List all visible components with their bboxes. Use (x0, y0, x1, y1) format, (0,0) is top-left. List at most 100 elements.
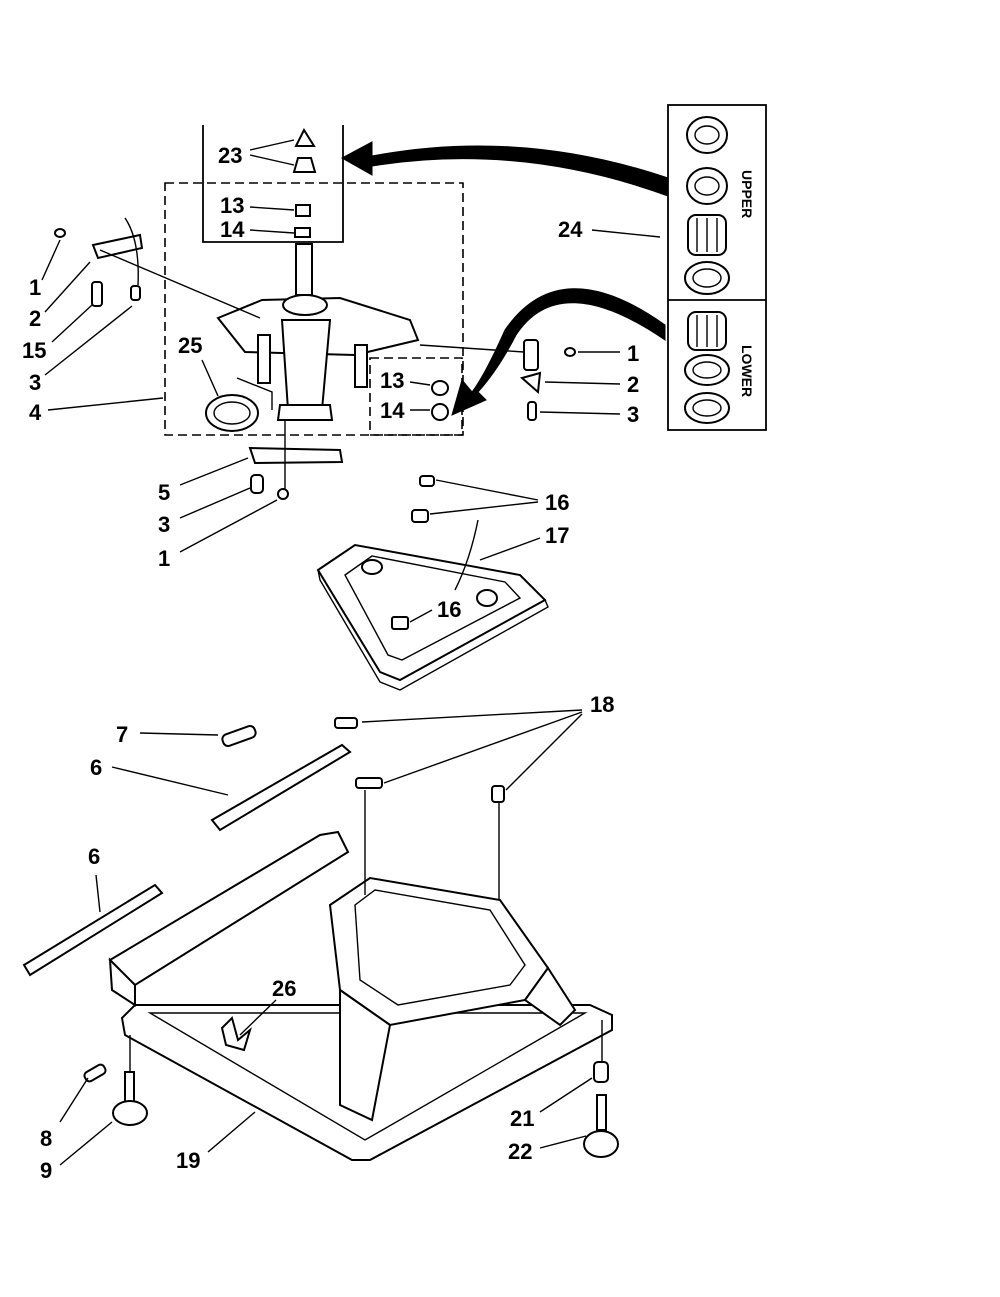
lower-bearing-3 (684, 392, 730, 424)
callout-17: 17 (545, 523, 569, 548)
leader-6-upper (111, 766, 229, 796)
part-8 (83, 1063, 107, 1083)
plate-boss-right (476, 589, 498, 607)
leader-3-low (179, 487, 251, 519)
callout-13-top: 13 (220, 193, 244, 218)
leader-14-top (249, 229, 295, 234)
callout-1-right: 1 (627, 341, 639, 366)
callout-5: 5 (158, 480, 170, 505)
hub-base (276, 404, 334, 421)
part-16-top (419, 475, 435, 487)
right-leg-stem (596, 1094, 607, 1131)
upper-bearing-2 (686, 167, 728, 205)
lower-curved-arrow (451, 288, 666, 416)
leader-1-low (179, 499, 278, 553)
part-3-right (527, 401, 537, 421)
part-25-ring (205, 394, 259, 432)
upper-bearing-2-inner (694, 176, 720, 196)
part-18-clip-mid (355, 777, 383, 789)
bracket-to-hub-line (99, 249, 261, 319)
part-13-top (295, 204, 311, 217)
callout-21: 21 (510, 1106, 534, 1131)
leader-2-right (544, 381, 621, 385)
hub-leg-left (257, 334, 271, 384)
callout-14-top: 14 (220, 217, 245, 242)
callout-24: 24 (558, 217, 583, 242)
leader-lines (41, 139, 661, 1166)
callout-3-right: 3 (627, 402, 639, 427)
callout-6-lower: 6 (88, 844, 100, 869)
part-14-box (431, 403, 449, 421)
leader-19 (207, 1111, 256, 1153)
part-16-low (391, 616, 409, 630)
part-24-arrows (340, 141, 669, 416)
callout-13-box: 13 (380, 368, 404, 393)
support-leg-left (339, 988, 392, 1122)
plate-boss-left (361, 559, 383, 575)
leader-15 (51, 304, 93, 343)
callout-1-left: 1 (29, 275, 41, 300)
part-18-clip-top (334, 717, 358, 729)
part-5-bracket (248, 446, 344, 465)
right-clip (523, 339, 539, 371)
part-6-lower (22, 883, 164, 977)
leader-25 (201, 359, 219, 397)
part-18-clip-right (491, 785, 505, 803)
shaft (295, 243, 313, 296)
leader-16b (429, 501, 539, 515)
lower-bearing-3-inner (692, 399, 722, 417)
part-17-plate (316, 543, 547, 682)
callout-16-mid: 16 (437, 597, 461, 622)
top-bracket (202, 125, 344, 243)
callout-3-low: 3 (158, 512, 170, 537)
leader-16a (435, 479, 539, 501)
callout-4: 4 (29, 400, 42, 425)
upper-bearing-4-inner (692, 268, 722, 288)
lower-bearing-2 (684, 354, 730, 386)
transmission-assembly (54, 125, 576, 500)
leader-18c (505, 713, 583, 791)
leader-9 (59, 1121, 113, 1166)
callout-7: 7 (116, 722, 128, 747)
support-leg-right (523, 966, 577, 1027)
callout-6-upper: 6 (90, 755, 102, 780)
left-rail-lower (108, 957, 136, 1007)
leader-5 (179, 457, 249, 486)
part-22-foot (583, 1130, 619, 1158)
upper-bearing-1-inner (694, 125, 720, 145)
leader-26 (239, 999, 277, 1036)
callout-labels: 23 13 14 24 1 2 15 3 4 25 13 14 1 2 3 5 … (22, 143, 639, 1183)
part-14-top (294, 227, 311, 238)
leader-13-top (249, 206, 295, 211)
callout-1-low: 1 (158, 546, 170, 571)
plate-wire (454, 519, 479, 591)
hub-leg-right (354, 344, 368, 388)
callout-9: 9 (40, 1158, 52, 1183)
left-spring-wire (124, 217, 139, 286)
lower-bearing-2-inner (692, 361, 722, 379)
leader-22 (539, 1135, 587, 1149)
part-17-edge (317, 569, 549, 691)
hub-collar (282, 294, 328, 316)
leader-8 (59, 1077, 89, 1123)
base-plate-assembly (316, 475, 549, 691)
part-26-clip (220, 1016, 252, 1052)
left-rail (108, 830, 350, 987)
callout-25: 25 (178, 333, 202, 358)
leader-16c (409, 609, 433, 623)
leader-1-left (41, 239, 61, 281)
frame-assembly (22, 717, 619, 1161)
callout-19: 19 (176, 1148, 200, 1173)
upper-bearing-1 (686, 116, 728, 154)
legend-box (667, 104, 767, 431)
leader-3-left (44, 305, 133, 376)
part-3-left (130, 285, 141, 301)
callout-23: 23 (218, 143, 242, 168)
part-6-upper (210, 743, 352, 832)
part-7 (221, 724, 257, 748)
callout-15: 15 (22, 338, 46, 363)
callout-22: 22 (508, 1139, 532, 1164)
part-1-left (54, 228, 66, 238)
assembly-dashed-box (164, 182, 464, 436)
